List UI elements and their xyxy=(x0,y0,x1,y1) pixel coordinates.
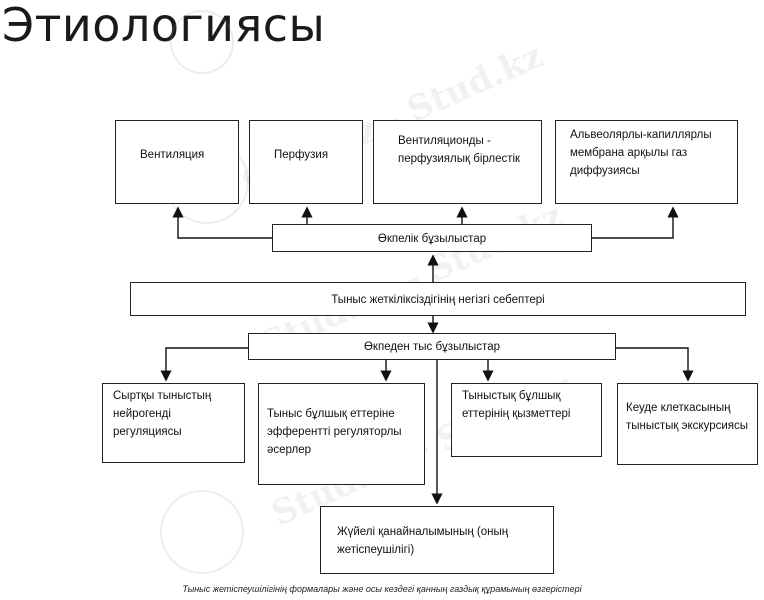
box-label: Тыныстық бұлшық еттерінің қызметтері xyxy=(462,390,571,420)
box-pulmonary-disorders: Өкпелік бұзылыстар xyxy=(272,224,592,252)
box-respiratory-muscles: Тыныстық бұлшық еттерінің қызметтері xyxy=(451,383,602,457)
box-perfusion: Перфузия xyxy=(249,120,363,204)
box-label: Жүйелі қанайналымының (оның жетіспеушілі… xyxy=(337,526,509,556)
box-chest-excursion: Кеуде клеткасының тыныстық экскурсиясы xyxy=(617,383,758,465)
box-efferent-regulation: Тыныс бұлшық еттеріне эфферентті регулят… xyxy=(258,383,425,485)
box-neurogenic-regulation: Сыртқы тыныстың нейрогенді регуляциясы xyxy=(102,383,245,463)
box-systemic-circulation: Жүйелі қанайналымының (оның жетіспеушілі… xyxy=(320,506,554,574)
box-extrapulmonary-disorders: Өкпеден тыс бұзылыстар xyxy=(248,333,616,360)
box-ventilation-perfusion: Вентиляционды - перфузиялық бірлестік xyxy=(373,120,542,204)
box-main-causes: Тыныс жеткіліксіздігінің негізгі себепте… xyxy=(130,282,746,316)
box-label: Альвеолярлы-капиллярлы мембрана арқылы г… xyxy=(570,129,712,177)
box-label: Тыныс жеткіліксіздігінің негізгі себепте… xyxy=(331,294,545,306)
box-label: Сыртқы тыныстың нейрогенді регуляциясы xyxy=(113,390,212,438)
box-ventilation: Вентиляция xyxy=(115,120,239,204)
box-label: Тыныс бұлшық еттеріне эфферентті регулят… xyxy=(267,408,402,456)
box-label: Вентиляционды - перфузиялық бірлестік xyxy=(398,135,521,165)
box-label: Өкпеден тыс бұзылыстар xyxy=(363,341,500,353)
figure-caption: Тыныс жетіспеушілігінің формалары және о… xyxy=(182,584,582,594)
box-alveolar-diffusion: Альвеолярлы-капиллярлы мембрана арқылы г… xyxy=(555,120,738,204)
box-label: Вентиляция xyxy=(140,149,205,161)
box-label: Перфузия xyxy=(274,149,329,161)
box-label: Кеуде клеткасының тыныстық экскурсиясы xyxy=(626,402,749,432)
box-label: Өкпелік бұзылыстар xyxy=(377,233,487,245)
page-title: Этиологиясы xyxy=(2,0,326,52)
